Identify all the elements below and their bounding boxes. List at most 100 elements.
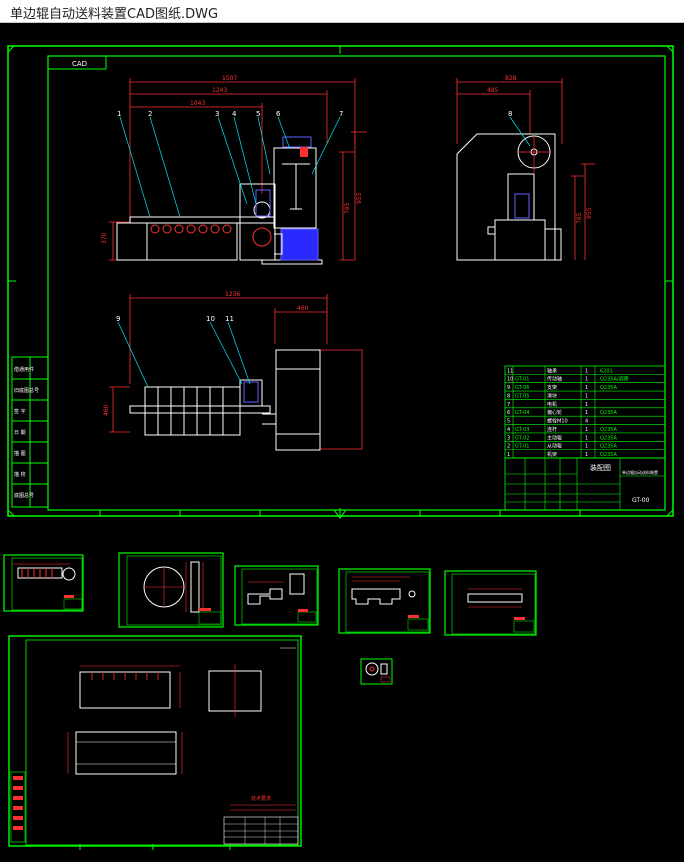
- balloon-11: 11: [225, 315, 234, 323]
- motor-block: [280, 228, 319, 261]
- bom-cell-code: GT-02: [515, 435, 529, 441]
- dim-sub-width: 1243: [212, 87, 227, 94]
- bom-cell-no: 10: [507, 377, 513, 383]
- dim-height-a: 955: [356, 192, 363, 204]
- balloon-8: 8: [508, 110, 512, 118]
- dim-sub-width-2: 1043: [190, 100, 205, 107]
- balloon-5: 5: [256, 110, 260, 118]
- balloon-6: 6: [276, 110, 281, 118]
- top-dim-h: 460: [103, 404, 110, 416]
- stamp-label: 旧底图总号: [14, 387, 39, 394]
- bom-cell-name: 偏心轮: [547, 409, 562, 416]
- main-sheet: CAD: [7, 45, 674, 519]
- bom-cell-code: GT-04: [515, 410, 529, 416]
- top-dim-width: 1236: [225, 291, 240, 298]
- bom-cell-name: 传动轴: [547, 376, 562, 383]
- bom-cell-name: 主动辊: [547, 434, 562, 441]
- stamp-label: 底图总号: [14, 492, 34, 499]
- sheet-thumb-5[interactable]: [444, 570, 537, 636]
- bom-cell-qty: 1: [585, 410, 588, 416]
- balloon-2: 2: [148, 110, 152, 118]
- balloon-4: 4: [232, 110, 237, 118]
- bom-cell-code: GT-01: [515, 444, 529, 450]
- bom-cell-no: 1: [507, 452, 510, 458]
- bom-cell-mat: Q235A: [600, 444, 617, 450]
- side-dim-h2: 785: [576, 212, 583, 224]
- bom-cell-qty: 1: [585, 402, 588, 408]
- top-dim-right: 460: [297, 305, 309, 312]
- bom-cell-no: 3: [507, 435, 510, 441]
- bom-cell-qty: 1: [585, 368, 588, 374]
- bom-cell-mat: 6201: [600, 368, 613, 374]
- title-block-subtitle: 单边辊自动送料装置: [622, 469, 658, 475]
- stamp-label: 日 期: [14, 430, 26, 436]
- cad-drawing[interactable]: CAD 借通用件 旧底图总号 签 字 日 期 描 图 描 校 底图总号 1507…: [0, 24, 684, 858]
- title-block-title: 装配图: [590, 463, 611, 472]
- front-view[interactable]: 1507 1243 1043 370 785 955: [101, 75, 367, 265]
- sheet-thumb-1[interactable]: [3, 554, 84, 612]
- bom-cell-qty: 1: [585, 452, 588, 458]
- bom-cell-code: GT-03: [515, 427, 529, 433]
- bom-cell-qty: 1: [585, 444, 588, 450]
- bom-cell-name: 电机: [547, 401, 557, 408]
- sheet-thumb-3[interactable]: [234, 565, 319, 626]
- bom-cell-mat: Q235A: [600, 427, 617, 433]
- top-view[interactable]: 1236 460 460 9 10 11: [103, 291, 363, 451]
- title-block-drawing-no: GT-00: [632, 497, 650, 504]
- bom-cell-name: 从动辊: [547, 443, 562, 450]
- side-dim-h1: 955: [586, 207, 593, 219]
- balloon-3: 3: [215, 110, 219, 118]
- balloon-9: 9: [116, 315, 120, 323]
- window-title: 单边辊自动送料装置CAD图纸.DWG: [10, 7, 219, 22]
- bom-cell-qty: 1: [585, 393, 588, 399]
- bom-cell-mat: Q235A: [600, 385, 617, 391]
- sheet-inner-border: [47, 55, 666, 511]
- bom-cell-name: 机架: [547, 451, 557, 458]
- bom-cell-qty: 1: [585, 427, 588, 433]
- bom-cell-no: 7: [507, 402, 510, 408]
- stamp-label: 描 图: [14, 450, 26, 457]
- bom-cell-code: GT-06: [515, 385, 529, 391]
- bom-cell-no: 11: [507, 368, 513, 374]
- bom-cell-no: 5: [507, 419, 510, 425]
- bom-cell-name: 轴承: [547, 367, 557, 374]
- bom-cell-qty: 1: [585, 377, 588, 383]
- sheet-thumb-2[interactable]: [118, 552, 224, 628]
- bom-cell-mat: Q235A: [600, 435, 617, 441]
- view-label: CAD: [72, 60, 87, 68]
- bom-cell-code: GT-05: [515, 393, 529, 399]
- bom-cell-no: 2: [507, 444, 510, 450]
- bom-cell-code: GT-01: [515, 377, 529, 383]
- left-stamp-column: 借通用件 旧底图总号 签 字 日 期 描 图 描 校 底图总号: [11, 356, 49, 508]
- bom-cell-qty: 1: [585, 435, 588, 441]
- bom-cell-name: 支架: [547, 384, 557, 391]
- balloon-1: 1: [117, 110, 121, 118]
- stamp-label: 描 校: [14, 471, 26, 478]
- balloon-10: 10: [206, 315, 215, 323]
- bom-cell-qty: 1: [585, 385, 588, 391]
- bom-cell-mat: Q235A/调质: [600, 376, 629, 383]
- balloon-7: 7: [339, 110, 343, 118]
- bom-cell-qty: 4: [585, 419, 588, 425]
- side-dim-sub: 485: [487, 87, 499, 94]
- dim-height-b: 785: [344, 202, 351, 214]
- sheet-thumb-4[interactable]: [338, 568, 431, 634]
- sheet-b-note-title: 技术要求: [251, 795, 271, 802]
- bom-cell-no: 6: [507, 410, 510, 416]
- side-dim-width: 828: [505, 75, 517, 82]
- side-view[interactable]: 828 485 785 955 8: [456, 75, 595, 261]
- bom-cell-name: 螺栓M10: [547, 418, 568, 425]
- cad-canvas[interactable]: CAD 借通用件 旧底图总号 签 字 日 期 描 图 描 校 底图总号 1507…: [0, 24, 684, 858]
- sheet-b[interactable]: 技术要求: [8, 635, 302, 850]
- dim-base: 370: [101, 232, 108, 244]
- bom-cell-name: 滑块: [547, 392, 557, 399]
- bom-cell-mat: Q235A: [600, 452, 617, 458]
- sheet-thumb-6[interactable]: [360, 658, 393, 685]
- bom-cell-no: 8: [507, 393, 510, 399]
- stamp-label: 签 字: [14, 408, 26, 415]
- window-title-bar: 单边辊自动送料装置CAD图纸.DWG: [0, 0, 684, 23]
- dim-overall-width: 1507: [222, 75, 237, 82]
- bom-cell-no: 4: [507, 427, 510, 433]
- stamp-label: 借通用件: [14, 366, 34, 373]
